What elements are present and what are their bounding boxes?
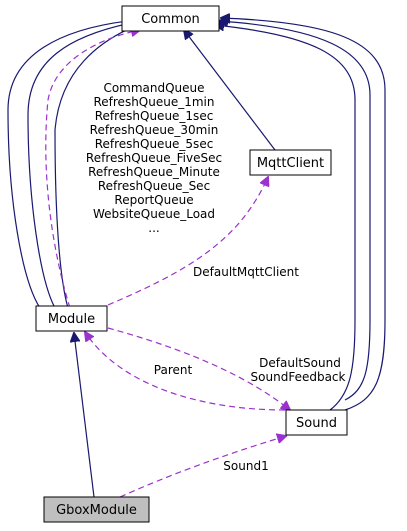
edge-sound-common-2 [219, 21, 371, 401]
node-mqttclient-label: MqttClient [257, 156, 324, 171]
node-sound[interactable]: Sound [285, 409, 348, 436]
queue-label: RefreshQueue_1min [93, 95, 214, 109]
node-mqttclient[interactable]: MqttClient [249, 149, 332, 176]
queue-label: RefreshQueue_1sec [95, 109, 214, 123]
label-parent: Parent [154, 363, 193, 377]
edge-module-common-2 [27, 22, 136, 309]
edge-sound-common-3 [215, 25, 356, 411]
queue-label: RefreshQueue_Sec [98, 179, 210, 193]
queue-label: ... [148, 221, 159, 235]
edge-sound-common-1 [221, 18, 386, 411]
queue-label: RefreshQueue_30min [90, 123, 219, 137]
edge-module-common-3 [54, 25, 138, 309]
edge-gboxmodule-module [74, 333, 95, 498]
label-sound-feedback: SoundFeedback [251, 370, 346, 384]
node-common-label: Common [141, 12, 200, 27]
node-module[interactable]: Module [35, 305, 108, 332]
queue-label: WebsiteQueue_Load [93, 207, 215, 221]
queue-label: RefreshQueue_5sec [95, 137, 214, 151]
queue-label: RefreshQueue_Minute [88, 165, 220, 179]
label-sound1: Sound1 [223, 459, 268, 473]
edge-module-sound [107, 327, 290, 410]
node-gboxmodule[interactable]: GboxModule [43, 496, 150, 523]
edge-gboxmodule-sound [119, 436, 286, 498]
queue-label: CommandQueue [103, 81, 204, 95]
queue-label: RefreshQueue_FiveSec [86, 151, 222, 165]
edge-module-mqttclient [107, 177, 268, 306]
edge-sound-module-parent [85, 332, 286, 411]
node-common[interactable]: Common [121, 5, 220, 32]
label-default-sound: DefaultSound [259, 356, 341, 370]
label-default-mqtt-client: DefaultMqttClient [193, 265, 299, 279]
node-module-label: Module [48, 312, 95, 327]
edge-module-common-queues [45, 30, 140, 309]
queue-label-list: CommandQueue RefreshQueue_1min RefreshQu… [86, 81, 222, 235]
queue-label: ReportQueue [114, 193, 193, 207]
node-sound-label: Sound [296, 416, 337, 431]
edge-module-common-1 [7, 20, 136, 309]
node-gboxmodule-label: GboxModule [56, 503, 137, 518]
edge-mqttclient-common [184, 30, 276, 151]
